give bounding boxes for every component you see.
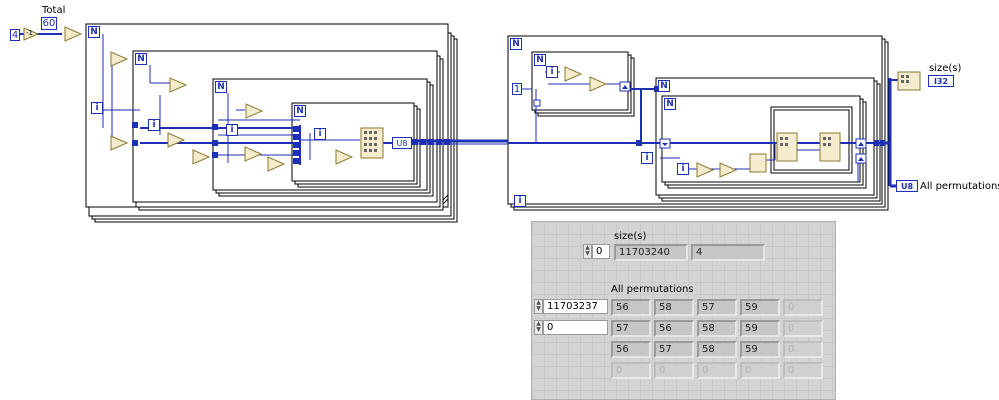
size-indicator-label: size(s) bbox=[929, 63, 962, 74]
input-constant[interactable]: 4 bbox=[10, 29, 20, 41]
perm-cell[interactable]: 0 bbox=[783, 299, 823, 316]
perm-cell[interactable]: 0 bbox=[611, 362, 651, 379]
perm-row-index-field[interactable]: 11703237 bbox=[543, 299, 608, 314]
right-loop-index-terminal-3[interactable]: i bbox=[641, 152, 653, 164]
perm-indicator-terminal[interactable]: U8 bbox=[896, 180, 918, 192]
subtract-node-3[interactable] bbox=[169, 77, 188, 93]
perm-array-label: All permutations bbox=[611, 284, 694, 295]
right-loop-index-terminal-2[interactable]: i bbox=[546, 66, 558, 78]
right-loop-index-terminal[interactable]: i bbox=[514, 195, 526, 207]
right-loop-count-terminal[interactable]: N bbox=[510, 38, 522, 50]
perm-col-index-field[interactable]: 0 bbox=[543, 320, 608, 335]
loop-count-terminal-2[interactable]: N bbox=[135, 53, 147, 65]
right-loop-index-terminal-4[interactable]: i bbox=[677, 163, 689, 175]
perm-indicator-label: All permutations bbox=[920, 181, 999, 192]
increment-node-3[interactable] bbox=[267, 156, 286, 172]
perm-cell[interactable]: 0 bbox=[783, 362, 823, 379]
increment-node-2[interactable] bbox=[192, 149, 211, 165]
perm-col-spinner[interactable]: ▲▼ bbox=[534, 320, 543, 335]
size-index-spinner[interactable]: ▲▼ bbox=[583, 244, 592, 259]
right-loop-count-terminal-3[interactable]: N bbox=[658, 80, 670, 92]
size-cell-0[interactable]: 11703240 bbox=[614, 244, 688, 261]
increment-node-r3[interactable] bbox=[719, 162, 738, 178]
increment-node-r2[interactable] bbox=[696, 162, 715, 178]
multiply-node[interactable] bbox=[589, 76, 608, 92]
perm-cell[interactable]: 58 bbox=[697, 320, 737, 337]
perm-cell[interactable]: 0 bbox=[654, 362, 694, 379]
decrement-label: -1 bbox=[26, 29, 33, 37]
front-panel: size(s) ▲▼ 0 11703240 4 All permutations… bbox=[531, 221, 836, 400]
perm-cell[interactable]: 58 bbox=[654, 299, 694, 316]
size-indicator-terminal[interactable]: I32 bbox=[928, 75, 954, 87]
loop-index-terminal-2[interactable]: i bbox=[148, 119, 160, 131]
increment-node[interactable] bbox=[110, 135, 129, 151]
block-diagram bbox=[20, 23, 921, 223]
loop-count-terminal-3[interactable]: N bbox=[215, 81, 227, 93]
perm-cell[interactable]: 57 bbox=[611, 320, 651, 337]
loop-count-terminal-4[interactable]: N bbox=[294, 105, 306, 117]
add-node-2[interactable] bbox=[244, 146, 263, 162]
perm-cell[interactable]: 58 bbox=[697, 341, 737, 358]
size-array-label: size(s) bbox=[614, 231, 647, 242]
loop-index-terminal-4[interactable]: i bbox=[314, 128, 326, 140]
subtract-node[interactable] bbox=[64, 26, 83, 42]
perm-cell[interactable]: 57 bbox=[654, 341, 694, 358]
perm-cell[interactable]: 0 bbox=[740, 362, 780, 379]
right-loop-count-terminal-2[interactable]: N bbox=[534, 54, 546, 66]
total-label: Total bbox=[42, 5, 66, 16]
perm-cell[interactable]: 59 bbox=[740, 299, 780, 316]
loop-index-terminal-3[interactable]: i bbox=[226, 124, 238, 136]
subtract-node-2[interactable] bbox=[110, 51, 129, 67]
quotient-remainder-node[interactable] bbox=[749, 153, 767, 173]
perm-cell[interactable]: 57 bbox=[697, 299, 737, 316]
perm-cell[interactable]: 59 bbox=[740, 341, 780, 358]
perm-cell[interactable]: 56 bbox=[611, 299, 651, 316]
perm-cell[interactable]: 56 bbox=[611, 341, 651, 358]
total-constant[interactable]: 60 bbox=[41, 17, 57, 30]
perm-cell[interactable]: 0 bbox=[783, 341, 823, 358]
subtract-node-4[interactable] bbox=[245, 103, 264, 119]
size-cell-1[interactable]: 4 bbox=[691, 244, 765, 261]
size-index-field[interactable]: 0 bbox=[592, 244, 610, 259]
loop-count-terminal[interactable]: N bbox=[88, 26, 100, 38]
increment-node-r[interactable] bbox=[564, 66, 583, 82]
perm-cell[interactable]: 59 bbox=[740, 320, 780, 337]
constant-one[interactable]: 1 bbox=[512, 83, 522, 95]
perm-row-spinner[interactable]: ▲▼ bbox=[534, 299, 543, 314]
decrement-node[interactable] bbox=[23, 27, 40, 41]
perm-cell[interactable]: 56 bbox=[654, 320, 694, 337]
add-node[interactable] bbox=[167, 132, 186, 148]
perm-cell[interactable]: 0 bbox=[783, 320, 823, 337]
perm-cell[interactable]: 0 bbox=[697, 362, 737, 379]
right-loop-count-terminal-4[interactable]: N bbox=[664, 98, 676, 110]
u8-conversion-node[interactable]: U8 bbox=[392, 137, 412, 149]
loop-index-terminal[interactable]: i bbox=[91, 102, 103, 114]
add-node-3[interactable] bbox=[335, 149, 354, 165]
